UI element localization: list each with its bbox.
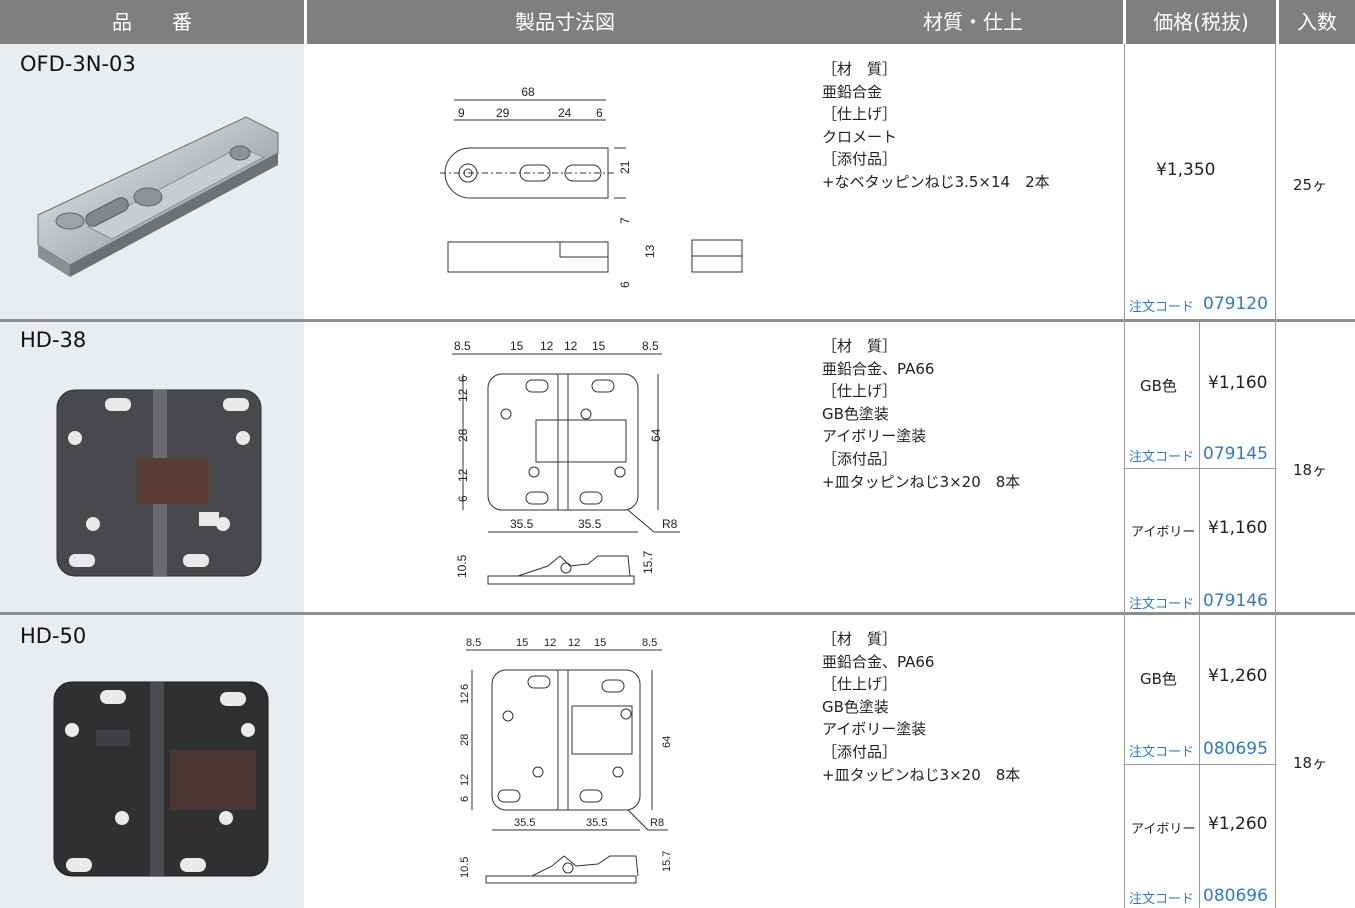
- spec-text: ［材 質］ 亜鉛合金 ［仕上げ］ クロメート ［添付品］ +なベタッピンねじ3.…: [822, 60, 1050, 191]
- product-name: OFD-3N-03: [20, 52, 136, 76]
- order-code-label: 注文コード: [1129, 450, 1195, 465]
- dim-label: 35.5: [578, 517, 602, 531]
- dim-label: 15.7: [661, 851, 673, 872]
- price: ¥1,160: [1208, 518, 1268, 538]
- dim-label: 10.5: [459, 857, 471, 878]
- dim-label: 8.5: [642, 339, 659, 353]
- grid-line: [1199, 615, 1200, 908]
- order-code-label: 注文コード: [1129, 892, 1195, 907]
- order-code-label: 注文コード: [1129, 300, 1195, 315]
- quantity: 25ヶ: [1293, 176, 1328, 194]
- order-code: 079145: [1203, 444, 1268, 464]
- variant-color: GB色: [1140, 670, 1177, 688]
- order-code-label: 注文コード: [1129, 597, 1195, 612]
- dim-label: 35.5: [586, 817, 607, 829]
- dim-label: 35.5: [510, 517, 534, 531]
- grid-line: [1124, 764, 1275, 765]
- grid-line: [1199, 322, 1200, 612]
- product-photo-hd50: [53, 681, 269, 877]
- dim-label: 15: [592, 339, 606, 353]
- dim-label: 6: [456, 375, 470, 382]
- quantity: 18ヶ: [1293, 754, 1328, 772]
- dim-label: 6: [456, 495, 470, 502]
- dim-label: 8.5: [642, 637, 657, 649]
- price: ¥1,260: [1208, 666, 1268, 686]
- dim-label: 12: [540, 339, 554, 353]
- header-divider: [1123, 0, 1126, 44]
- dim-label: 13: [643, 244, 657, 258]
- dim-label: 6: [459, 684, 471, 690]
- spec-text: ［材 質］ 亜鉛合金、PA66 ［仕上げ］ GB色塗装 アイボリー塗装 ［添付品…: [822, 337, 1021, 491]
- row-separator: [0, 612, 1355, 615]
- dim-label: 6: [596, 106, 603, 120]
- dim-label: 8.5: [466, 637, 481, 649]
- row-separator: [0, 319, 1355, 322]
- header-material: 材質・仕上: [923, 10, 1023, 34]
- grid-line: [1124, 44, 1125, 908]
- dim-label: 15: [510, 339, 524, 353]
- drawing-hd38: 8.5 15 12 12 15 8.5 6 12 28 12 6 64 35.5…: [452, 339, 680, 585]
- product-name: HD-38: [20, 328, 87, 352]
- dim-label: 9: [458, 106, 465, 120]
- order-code: 079146: [1203, 591, 1268, 611]
- dim-label: 68: [521, 85, 535, 99]
- order-code-label: 注文コード: [1129, 745, 1195, 760]
- header-divider: [304, 0, 307, 44]
- variant-color: アイボリー: [1131, 525, 1196, 540]
- dim-label: 64: [649, 428, 663, 442]
- table-header: 品 番 製品寸法図 材質・仕上 価格(税抜) 入数: [0, 0, 1355, 44]
- dim-label: 10.5: [455, 554, 469, 578]
- price: ¥1,350: [1156, 160, 1216, 180]
- dim-label: 6: [618, 281, 632, 288]
- price: ¥1,260: [1208, 814, 1268, 834]
- variant-color: アイボリー: [1131, 822, 1196, 837]
- header-drawing: 製品寸法図: [515, 10, 615, 34]
- order-code: 080695: [1203, 739, 1268, 759]
- dim-label: 24: [558, 106, 572, 120]
- header-divider: [1276, 0, 1279, 44]
- dim-label: 8.5: [454, 339, 471, 353]
- dim-label: 35.5: [514, 817, 535, 829]
- product-name: HD-50: [20, 624, 87, 648]
- order-code: 080696: [1203, 886, 1268, 906]
- dim-label: 15.7: [641, 550, 655, 574]
- dim-label: R8: [662, 517, 678, 531]
- dim-label: 15: [594, 637, 606, 649]
- dim-label: 6: [459, 796, 471, 802]
- header-price: 価格(税抜): [1153, 10, 1249, 34]
- dim-label: 12: [544, 637, 556, 649]
- product-photo-ofd: [37, 116, 279, 277]
- dim-label: R8: [650, 817, 664, 829]
- dim-label: 21: [618, 160, 632, 174]
- order-code: 079120: [1203, 294, 1268, 314]
- quantity: 18ヶ: [1293, 461, 1328, 479]
- product-photo-hd38: [56, 389, 262, 577]
- drawing-hd50: 8.5 15 12 12 15 8.5 6 12 28 12 6 64 35.5…: [459, 637, 673, 884]
- price: ¥1,160: [1208, 373, 1268, 393]
- spec-text: ［材 質］ 亜鉛合金、PA66 ［仕上げ］ GB色塗装 アイボリー塗装 ［添付品…: [822, 630, 1021, 784]
- dim-label: 12: [459, 692, 471, 704]
- drawing-ofd: 68 9 29 24 6 21 7 13 6: [440, 85, 743, 288]
- grid-line: [1124, 468, 1275, 469]
- dim-label: 12: [568, 637, 580, 649]
- variant-color: GB色: [1140, 377, 1177, 395]
- dim-label: 12: [564, 339, 578, 353]
- dim-label: 7: [618, 217, 632, 224]
- dim-label: 12: [459, 774, 471, 786]
- dim-label: 28: [456, 428, 470, 442]
- header-qty: 入数: [1297, 10, 1337, 34]
- dim-label: 28: [459, 734, 471, 746]
- header-product: 品 番: [112, 10, 192, 34]
- dim-label: 12: [456, 468, 470, 482]
- grid-line: [1275, 44, 1276, 908]
- dim-label: 29: [496, 106, 510, 120]
- dim-label: 12: [456, 388, 470, 402]
- dim-label: 15: [516, 637, 528, 649]
- dim-label: 64: [661, 736, 673, 748]
